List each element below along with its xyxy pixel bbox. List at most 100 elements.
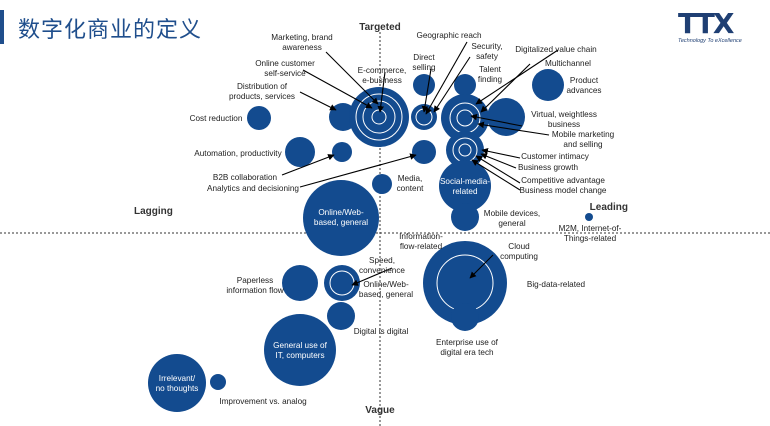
pointer-arrow-10 <box>470 113 523 127</box>
label-social-line-2: related <box>452 187 477 196</box>
label-speed-line-2: convenience <box>359 266 405 275</box>
bubble-enterprise <box>451 303 479 331</box>
label-marketing-line-2: awareness <box>282 43 322 52</box>
label-bigdata: Big-data-related <box>527 280 586 289</box>
axis-label-lagging: Lagging <box>134 206 173 217</box>
label-social-line-1: Social-media- <box>440 177 490 186</box>
bubble-online-general-bottom <box>324 265 360 301</box>
pointer-arrow-16 <box>281 154 335 176</box>
label-marketing-line-1: Marketing, brand <box>271 33 333 42</box>
bubble-automation <box>285 137 315 167</box>
pointer-arrow-2 <box>302 69 373 109</box>
axis-label-leading: Leading <box>590 202 628 213</box>
label-improvement-line-1: Improvement vs. analog <box>219 397 307 406</box>
label-security-line-1: Security, <box>471 42 502 51</box>
bubble-irrelevant <box>148 354 206 412</box>
logo-mark: TTX <box>678 7 734 40</box>
label-growth: Business growth <box>518 163 579 172</box>
label-paperless-line-2: information flow <box>226 286 283 295</box>
bubble-geographic <box>413 74 435 96</box>
label-b2b: B2B collaboration <box>213 173 278 182</box>
label-mobile-devices: Mobile devices,general <box>484 209 540 228</box>
bubble-customer-intimacy <box>446 131 484 169</box>
bubble-direct <box>411 104 437 130</box>
axis-label-targeted: Targeted <box>359 22 401 33</box>
title-accent-bar <box>0 10 4 44</box>
label-digital-digital-line-1: Digital is digital <box>354 327 409 336</box>
label-enterprise-line-1: Enterprise use of <box>436 338 499 347</box>
label-digital-chain-line-1: Digitalized value chain <box>515 45 597 54</box>
bubble-customer-intimacy-ring-2 <box>458 143 472 157</box>
label-online-general-bottom-line-2: based, general <box>359 290 413 299</box>
bubble-mobile-devices <box>451 203 479 231</box>
page-title: 数字化商业的定义 <box>18 18 203 43</box>
label-online-general-bottom-line-1: Online/Web- <box>363 280 409 289</box>
label-mobile-devices-line-2: general <box>498 219 525 228</box>
label-cloud-line-2: computing <box>500 252 538 261</box>
label-talent-line-1: Talent <box>479 65 502 74</box>
bubble-ecommerce-ring-2 <box>362 100 396 134</box>
label-media: Media,content <box>397 174 425 193</box>
label-speed: Speed,convenience <box>359 256 405 275</box>
bubble-media <box>372 174 392 194</box>
label-cloud-line-1: Cloud <box>508 242 530 251</box>
label-distribution-line-2: products, services <box>229 92 295 101</box>
label-ecommerce: E-commerce,e-business <box>358 66 407 85</box>
label-online-cs-line-2: self-service <box>264 69 306 78</box>
bubble-analytics-target <box>412 140 436 164</box>
label-social: Social-media-related <box>440 177 490 196</box>
label-paperless-line-1: Paperless <box>237 276 273 285</box>
label-product-line-2: advances <box>566 86 601 95</box>
label-virtual-line-1: Virtual, weightless <box>531 110 597 119</box>
label-cost-line-1: Cost reduction <box>190 114 243 123</box>
label-product-line-1: Product <box>570 76 599 85</box>
label-talent-line-2: finding <box>478 75 503 84</box>
bubble-digital-digital <box>327 302 355 330</box>
label-automation-line-1: Automation, productivity <box>194 149 282 158</box>
label-intimacy: Customer intimacy <box>521 152 590 161</box>
label-general-it-line-2: IT, computers <box>275 351 324 360</box>
label-mobile-mkt-line-2: and selling <box>563 140 603 149</box>
label-distribution-line-1: Distribution of <box>237 82 288 91</box>
label-online-general-bottom: Online/Web-based, general <box>359 280 413 299</box>
label-speed-line-1: Speed, <box>369 256 395 265</box>
bubble-improvement <box>210 374 226 390</box>
label-geographic: Geographic reach <box>416 31 482 40</box>
label-mobile-devices-line-1: Mobile devices, <box>484 209 540 218</box>
bubble-digital-chain <box>441 94 489 142</box>
label-competitive-line-1: Competitive advantage <box>521 176 605 185</box>
bubble-ecommerce-ring-1 <box>355 93 403 141</box>
label-ecommerce-line-2: e-business <box>362 76 402 85</box>
bubble-ecommerce <box>349 87 409 147</box>
label-bigdata-line-1: Big-data-related <box>527 280 586 289</box>
logo-tagline: Technology To eXcellence <box>678 38 742 44</box>
label-digital-digital: Digital is digital <box>354 327 409 336</box>
label-geographic-line-1: Geographic reach <box>416 31 482 40</box>
label-irrelevant: Irrelevant/no thoughts <box>156 374 199 393</box>
label-direct-line-2: selling <box>412 63 436 72</box>
label-growth-line-1: Business growth <box>518 163 579 172</box>
label-media-line-2: content <box>397 184 425 193</box>
label-competitive: Competitive advantage <box>521 176 605 185</box>
label-m2m-line-1: M2M, Internet-of- <box>559 224 622 233</box>
bubble-m2m <box>585 213 593 221</box>
label-model-line-1: Business model change <box>520 186 607 195</box>
label-security-line-2: safety <box>476 52 499 61</box>
label-media-line-1: Media, <box>398 174 423 183</box>
bubble-paperless <box>282 265 318 301</box>
label-info-flow-line-1: Information- <box>399 232 443 241</box>
pointer-arrow-11 <box>477 121 550 136</box>
label-info-flow: Information-flow-related <box>399 232 443 251</box>
label-automation: Automation, productivity <box>194 149 282 158</box>
label-intimacy-line-1: Customer intimacy <box>521 152 590 161</box>
label-analytics: Analytics and decisioning <box>207 184 299 193</box>
pointer-arrow-7 <box>433 56 471 113</box>
label-online-general-top: Online/Web-based, general <box>314 208 368 227</box>
